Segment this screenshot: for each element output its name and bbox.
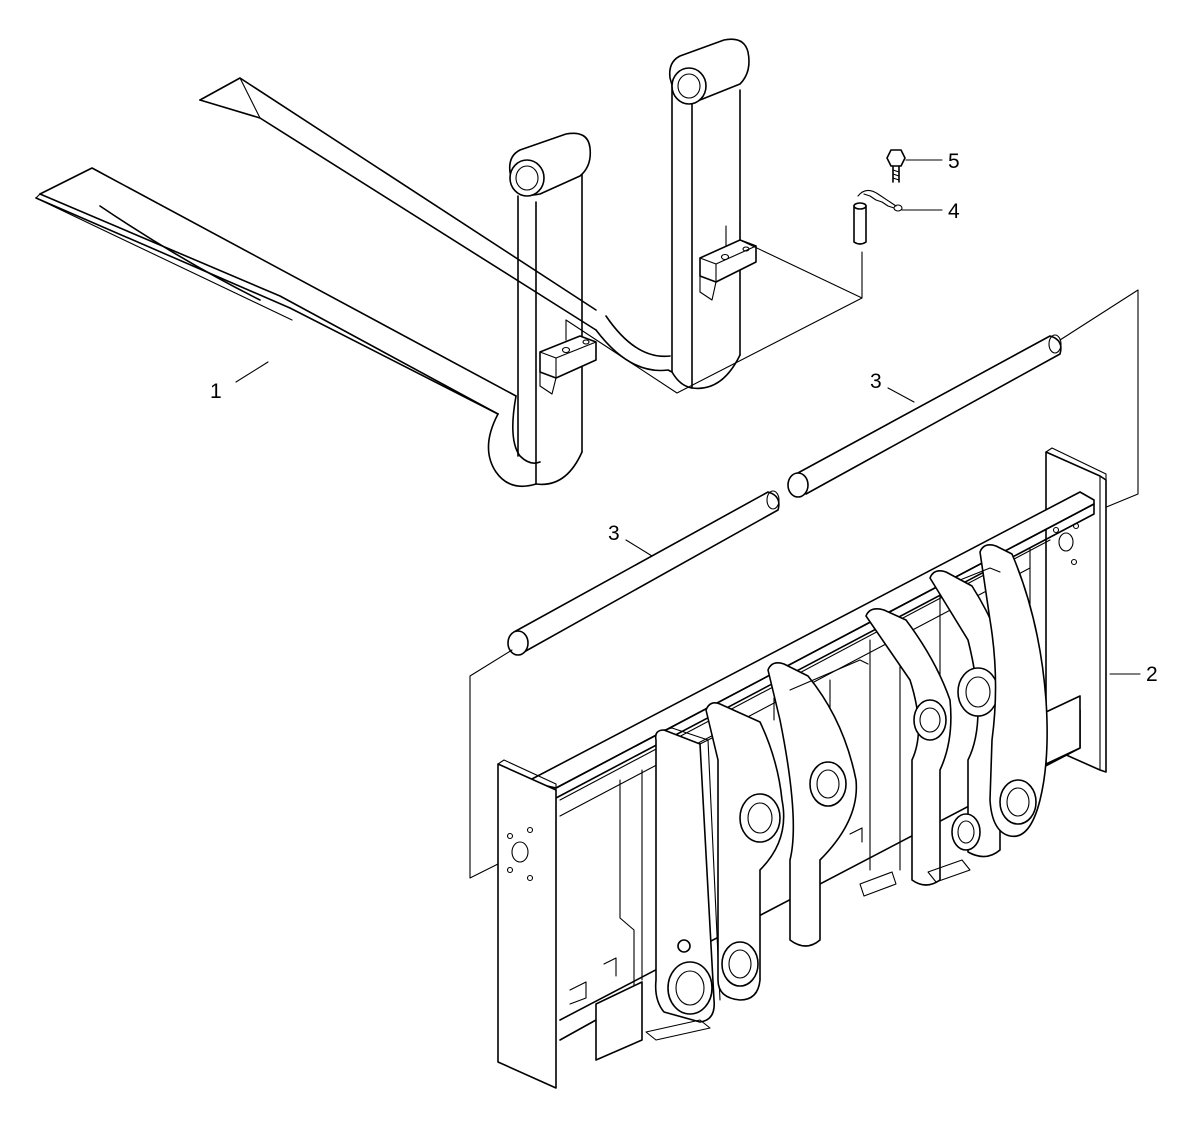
- callout-label-2: 2: [1146, 663, 1158, 686]
- shaft-upper[interactable]: [787, 334, 1062, 498]
- assembly-line: [1059, 289, 1139, 509]
- fork-front[interactable]: [35, 132, 597, 488]
- assembly-line: [469, 649, 513, 879]
- callout-label-4: 4: [948, 200, 960, 223]
- callout-1: 1: [210, 361, 269, 403]
- lock-pin-with-chain[interactable]: [853, 189, 903, 245]
- callout-4: 4: [901, 200, 960, 223]
- callout-label-3-lower: 3: [608, 522, 620, 545]
- assembly-line: [565, 239, 863, 394]
- callout-5: 5: [905, 150, 960, 173]
- carriage-frame[interactable]: [497, 447, 1107, 1089]
- callout-label-3-upper: 3: [870, 370, 882, 393]
- callout-3-lower: 3: [608, 522, 653, 557]
- fork-rear[interactable]: [199, 38, 757, 390]
- callout-2: 2: [1109, 663, 1158, 686]
- callout-label-1: 1: [210, 380, 222, 403]
- callout-3-upper: 3: [870, 370, 915, 403]
- shaft-lower[interactable]: [507, 490, 780, 656]
- screw[interactable]: [886, 149, 906, 183]
- callout-label-5: 5: [948, 150, 960, 173]
